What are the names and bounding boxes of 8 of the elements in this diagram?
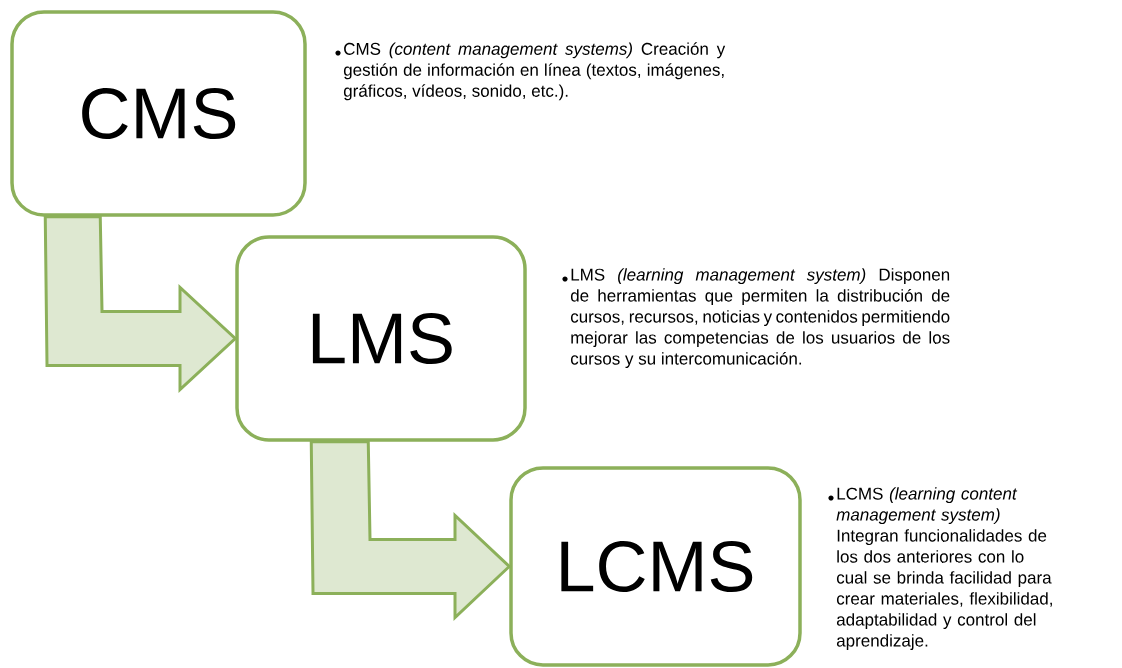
- bullet-text: LCMS (learning content management system) Integran funcionalidades de los dos anteriores con lo cual se brinda facilidad para crear materiales, flexibilidad, adaptabilidad y control del aprendizaje.: [836, 487, 1052, 651]
- bent-arrow: [43, 215, 238, 393]
- rounded-box: LMS: [235, 235, 527, 442]
- bullet-text: CMS (content management systems) Creación y gestión de información en línea (textos, imágenes, gráficos, vídeos, sonido, etc.).: [343, 42, 726, 101]
- bent-arrow: [309, 440, 512, 621]
- rounded-box: CMS: [10, 10, 307, 217]
- bullet-text: LMS (learning management system) Disponen de herramientas que permiten la distribución de cursos, recursos, noticias y contenidos permitiendo mejorar las competencias de los usuarios de los cursos y su intercomunicación.: [570, 268, 950, 369]
- rounded-box: LCMS: [509, 466, 802, 667]
